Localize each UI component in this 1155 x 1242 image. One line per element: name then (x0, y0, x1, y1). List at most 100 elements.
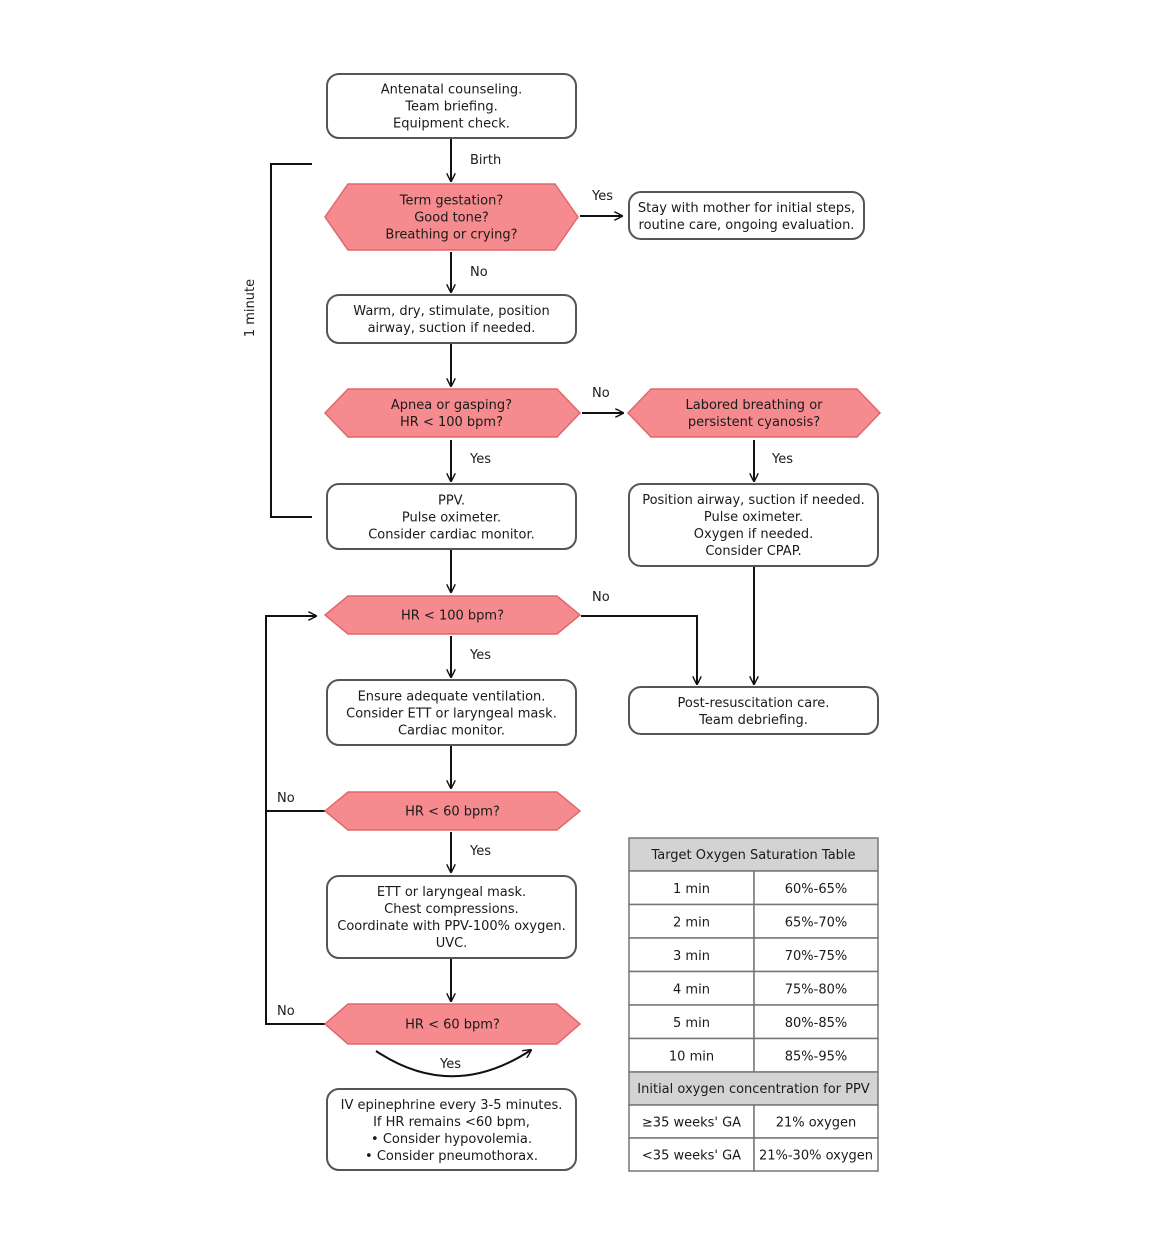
label-hr100-no: No (592, 590, 610, 605)
edge-labels: Birth Yes No No Yes Yes No Yes No Yes No… (243, 153, 793, 1072)
node-line: HR < 100 bpm? (401, 609, 504, 624)
label-apnea-yes: Yes (469, 452, 491, 467)
node-line: Pulse oximeter. (402, 511, 501, 526)
node-line: Oxygen if needed. (694, 527, 813, 542)
node-line: Stay with mother for initial steps, (638, 201, 855, 216)
node-iv-text: IV epinephrine every 3-5 minutes. If HR r… (341, 1098, 563, 1164)
table-rows-ppv: ≥35 weeks' GA 21% oxygen <35 weeks' GA 21%-… (628, 1104, 879, 1172)
table-cell-value: 21%-30% oxygen (759, 1149, 873, 1164)
table-cell-bg (628, 1004, 755, 1040)
label-term-yes: Yes (591, 189, 613, 204)
connectors (265, 139, 754, 1078)
node-line: Warm, dry, stimulate, position (353, 304, 549, 319)
node-term-decision: Term gestation?Good tone?Breathing or cr… (324, 183, 579, 251)
node-line: Equipment check. (393, 117, 510, 132)
arrow-hr60b-yes-curve (375, 1050, 531, 1078)
table-cell-bg (753, 1104, 879, 1139)
node-iv: IV epinephrine every 3-5 minutes. If HR r… (326, 1088, 577, 1171)
label-hr60a-yes: Yes (469, 844, 491, 859)
table-cell-time: 10 min (669, 1049, 714, 1064)
label-term-no: No (470, 265, 488, 280)
node-hr60b-text: HR < 60 bpm? (405, 1018, 500, 1033)
table-cell-bg (753, 870, 879, 906)
node-line: • Consider hypovolemia. (371, 1132, 532, 1147)
label-hr60b-no: No (277, 1004, 295, 1019)
node-hr100-text: HR < 100 bpm? (401, 609, 504, 624)
label-one-minute: 1 minute (243, 279, 258, 337)
node-stay-text: Stay with mother for initial steps, routi… (638, 201, 855, 233)
node-ett: ETT or laryngeal mask.Chest compressions… (326, 875, 577, 959)
table-cell-bg (753, 970, 879, 1006)
table-cell-bg (753, 1004, 879, 1040)
node-line: If HR remains <60 bpm, (373, 1115, 530, 1130)
one-minute-bracket (270, 163, 312, 518)
node-line: UVC. (436, 936, 468, 951)
table-cell-time: <35 weeks' GA (642, 1149, 741, 1164)
node-line: Team debriefing. (698, 713, 808, 728)
node-line: • Consider pneumothorax. (365, 1149, 538, 1164)
table-cell-value: 80%-85% (785, 1016, 847, 1031)
node-ensure-text: Ensure adequate ventilation. Consider ETT… (346, 690, 557, 739)
label-labored-yes: Yes (771, 452, 793, 467)
node-ppv-text: PPV. Pulse oximeter. Consider cardiac moni… (368, 494, 535, 543)
node-line: persistent cyanosis? (688, 415, 820, 430)
table-cell-time: 2 min (673, 915, 710, 930)
node-stay: Stay with mother for initial steps, routi… (628, 191, 865, 240)
node-labored-decision: Labored breathing or persistent cyanosis? (626, 388, 882, 438)
node-line: routine care, ongoing evaluation. (639, 218, 855, 233)
node-line: Antenatal counseling. (381, 83, 522, 98)
node-apnea-decision: Apnea or gasping?HR < 100 bpm? (323, 388, 582, 438)
node-position-text: Position airway, suction if needed.Pulse… (642, 493, 865, 559)
node-line: Cardiac monitor. (398, 724, 505, 739)
table-title: Target Oxygen Saturation Table (650, 848, 855, 863)
node-warm: Warm, dry, stimulate, position airway, su… (326, 294, 577, 344)
node-line: HR < 60 bpm? (405, 1018, 500, 1033)
label-hr100-yes: Yes (469, 648, 491, 663)
node-postresus-text: Post-resuscitation care. Team debriefing. (678, 696, 830, 728)
node-hr100-decision: HR < 100 bpm? (323, 595, 582, 635)
node-term-text: Term gestation?Good tone?Breathing or cr… (385, 194, 517, 243)
node-labored-text: Labored breathing or persistent cyanosis? (685, 398, 823, 430)
table-cell-time: 3 min (673, 949, 710, 964)
label-apnea-no: No (592, 386, 610, 401)
node-line: Consider cardiac monitor. (368, 528, 535, 543)
table-cell-value: 21% oxygen (776, 1116, 856, 1131)
node-line: PPV. (438, 494, 465, 509)
node-line: Position airway, suction if needed. (642, 493, 865, 508)
node-line: Term gestation? (399, 194, 504, 209)
table-cell-value: 60%-65% (785, 882, 847, 897)
node-line: Labored breathing or (685, 398, 823, 413)
node-line: Breathing or crying? (385, 228, 517, 243)
label-hr60a-no: No (277, 791, 295, 806)
table-cell-bg (753, 1137, 879, 1172)
table-cell-time: 5 min (673, 1016, 710, 1031)
node-postresus: Post-resuscitation care. Team debriefing. (628, 686, 879, 735)
label-birth: Birth (470, 153, 501, 168)
node-line: Team briefing. (404, 100, 498, 115)
table-cell-time: 1 min (673, 882, 710, 897)
node-line: IV epinephrine every 3-5 minutes. (341, 1098, 563, 1113)
node-line: Post-resuscitation care. (678, 696, 830, 711)
node-ppv: PPV. Pulse oximeter. Consider cardiac moni… (326, 483, 577, 550)
table-cell-bg (628, 1037, 755, 1073)
node-line: airway, suction if needed. (368, 321, 536, 336)
table-cell-bg (753, 937, 879, 973)
table-cell-value: 85%-95% (785, 1049, 847, 1064)
table-cell-time: ≥35 weeks' GA (642, 1116, 741, 1131)
node-position: Position airway, suction if needed.Pulse… (628, 483, 879, 567)
node-hr60a-text: HR < 60 bpm? (405, 805, 500, 820)
node-line: Ensure adequate ventilation. (358, 690, 546, 705)
node-hr60b-decision: HR < 60 bpm? (323, 1003, 582, 1045)
node-line: Chest compressions. (384, 902, 519, 917)
oxygen-saturation-table: Target Oxygen Saturation Table 1 min 60%-… (628, 837, 879, 1172)
table-subheader-bg (628, 1071, 879, 1106)
table-cell-value: 75%-80% (785, 982, 847, 997)
node-apnea-text: Apnea or gasping?HR < 100 bpm? (391, 398, 512, 430)
node-ensure: Ensure adequate ventilation. Consider ETT… (326, 679, 577, 746)
table-cell-value: 65%-70% (785, 915, 847, 930)
label-hr60b-yes: Yes (439, 1057, 461, 1072)
node-antenatal: Antenatal counseling. Team briefing. Equip… (326, 73, 577, 139)
node-line: Consider ETT or laryngeal mask. (346, 707, 557, 722)
node-line: HR < 100 bpm? (400, 415, 503, 430)
